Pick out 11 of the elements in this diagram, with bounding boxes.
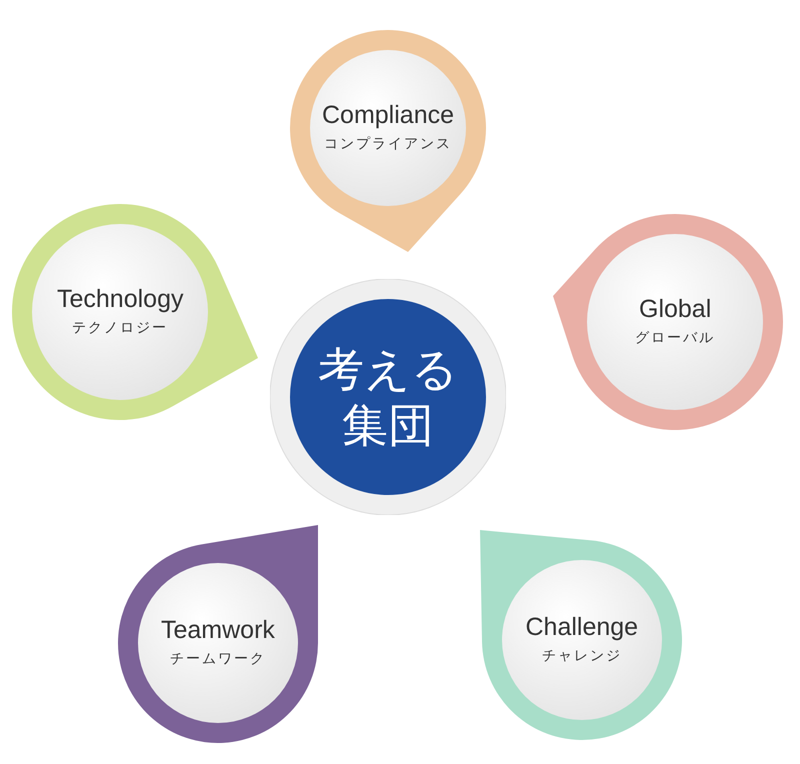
- heading-text: Global: [639, 294, 712, 324]
- subheading-text: テクノロジー: [72, 318, 168, 337]
- heading-text: Compliance: [322, 100, 454, 130]
- center-title: 考える集団: [317, 341, 459, 453]
- subheading-text: チャレンジ: [542, 646, 622, 665]
- subheading-text: グローバル: [635, 328, 715, 347]
- heading-text: Challenge: [526, 612, 638, 642]
- heading-text: Teamwork: [161, 615, 275, 645]
- subheading-text: チームワーク: [170, 649, 266, 668]
- heading-text: Technology: [57, 284, 184, 314]
- subheading-text: コンプライアンス: [324, 134, 452, 153]
